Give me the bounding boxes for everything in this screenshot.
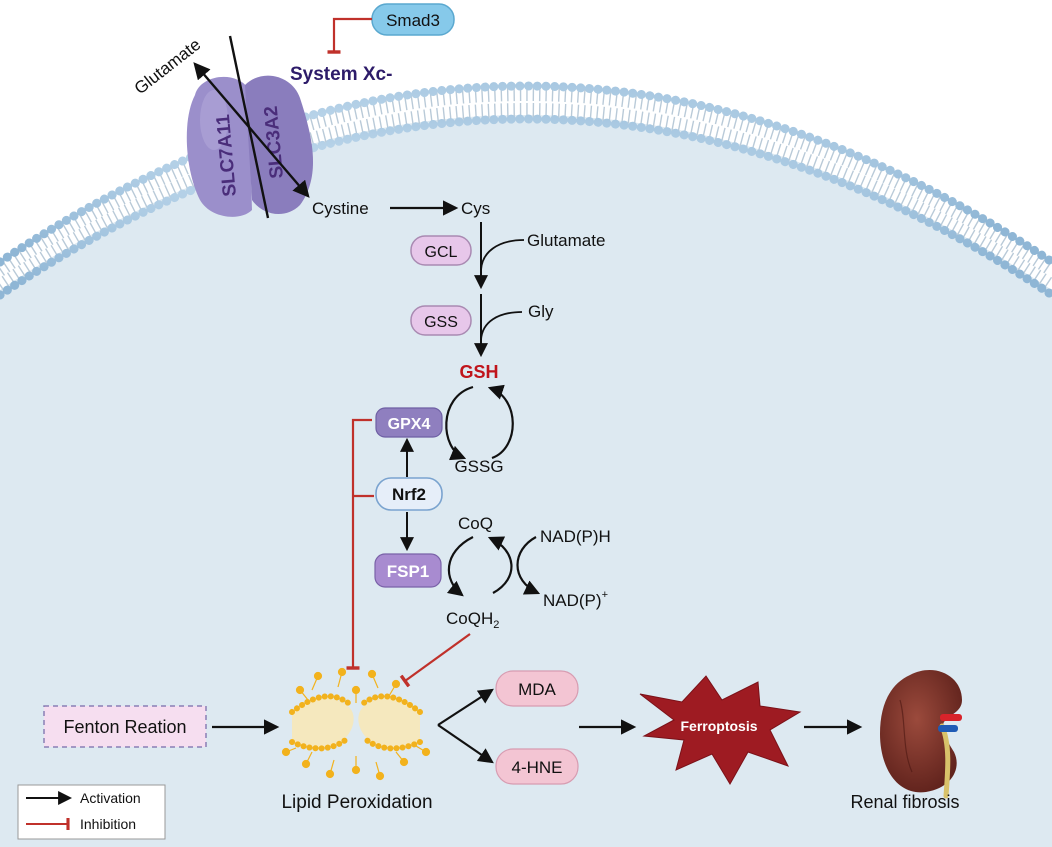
lipid-tail: [285, 747, 297, 753]
smad3-label: Smad3: [386, 11, 440, 30]
fsp1-pill: [374, 553, 442, 588]
glutamate-cystine-exchange-arrow: [193, 62, 310, 198]
glutamate-input-curve: [480, 239, 525, 271]
gly-label: Gly: [528, 302, 554, 321]
nadp-label: NAD(P)+: [543, 589, 608, 610]
cytoplasm: [0, 115, 1052, 847]
coq-label: CoQ: [458, 514, 493, 533]
hne-pill: [495, 748, 579, 785]
gssg-label: GSSG: [454, 457, 503, 476]
hne-label: 4-HNE: [511, 758, 562, 777]
glutamate-in-label: Glutamate: [527, 231, 605, 250]
gcl-pill: [410, 235, 472, 266]
lipid-tail: [388, 683, 397, 697]
coq-to-coqh2-arc: [446, 536, 474, 597]
nadph-label: NAD(P)H: [540, 527, 611, 546]
nadp-superscript: +: [602, 589, 608, 601]
kidney-texture: [899, 699, 913, 773]
lipid-left-leaflet: [289, 693, 355, 752]
mda-pill: [495, 670, 579, 707]
gpx4-label: GPX4: [388, 416, 431, 433]
gssg-to-gsh-arc: [487, 384, 514, 460]
renal-vein: [938, 725, 958, 732]
lipid-tail: [395, 751, 405, 763]
cystine-label: Cystine: [312, 199, 369, 218]
ferroptosis-burst-shape: [639, 675, 802, 785]
glutamate-out-label: Glutamate: [131, 35, 205, 98]
membrane-heads-outer: [0, 81, 1052, 267]
membrane-heads-inner: [0, 114, 1052, 300]
smad3-inhibition-arrow: [327, 17, 372, 54]
lipid-tail: [375, 761, 381, 777]
gly-input-curve: [480, 311, 523, 341]
gss-label: GSS: [424, 314, 458, 331]
renal-artery: [940, 714, 962, 721]
lipid-tail: [371, 673, 379, 689]
gsh-to-gssg-arc: [445, 385, 474, 461]
ferroptosis-burst-icon: Ferroptosis: [639, 675, 802, 785]
gpx4-inhibition-line: [346, 418, 372, 670]
cys-label: Cys: [461, 199, 490, 218]
lipid-left-heads-bottom: [289, 735, 351, 752]
lipid-free-molecules: [281, 667, 431, 781]
lipid-peroxidation-micelle-icon: [281, 667, 431, 781]
lipid-tail: [299, 689, 309, 701]
legend-inhibition-label: Inhibition: [80, 816, 136, 832]
coqh2-label: CoQH2: [446, 609, 499, 631]
legend: Activation Inhibition: [17, 784, 166, 840]
legend-activation-label: Activation: [80, 790, 141, 806]
nrf2-label: Nrf2: [392, 485, 426, 504]
coqh2-inhibition-line: [399, 633, 471, 688]
gsh-label: GSH: [459, 362, 498, 382]
fenton-box: [43, 705, 207, 748]
lipid-tail: [337, 671, 343, 688]
coqh2-base: CoQH: [446, 609, 493, 628]
gpx4-pill: [375, 407, 443, 438]
lipid-tail: [311, 675, 319, 691]
cell-membrane: [0, 81, 1052, 847]
gss-pill: [410, 305, 472, 336]
lipid-peroxidation-label: Lipid Peroxidation: [281, 792, 432, 813]
lipid-tail: [415, 745, 427, 753]
lipid-right-heads-bottom: [361, 735, 423, 752]
legend-box: [17, 784, 166, 840]
system-xc-label: System Xc-: [290, 64, 392, 85]
lipid-right-leaflet: [357, 693, 423, 752]
lipid-left-core: [292, 698, 354, 749]
lipid-right-core: [358, 698, 420, 749]
lipid-left-heads-top: [289, 693, 355, 715]
fsp1-label: FSP1: [387, 562, 430, 581]
nadp-base: NAD(P): [543, 591, 602, 610]
kidney-icon: [880, 670, 962, 799]
lipid-tail: [329, 759, 335, 775]
fenton-label: Fenton Reation: [63, 717, 186, 737]
mda-label: MDA: [518, 680, 556, 699]
coqh2-subscript: 2: [493, 619, 499, 631]
nrf2-pill: [375, 477, 443, 511]
lipid-to-hne-arrow: [437, 724, 494, 764]
lipid-tail: [305, 751, 313, 765]
lipid-right-heads-top: [357, 693, 423, 715]
gcl-label: GCL: [425, 244, 458, 261]
smad3-node: Smad3: [371, 3, 455, 36]
coqh2-to-coq-arc: [487, 536, 513, 594]
renal-fibrosis-label: Renal fibrosis: [850, 792, 959, 812]
system-xc-transporter-icon: SLC7A11 SLC3A2: [186, 75, 314, 217]
nadph-oxidation-arc: [516, 536, 541, 595]
lipid-to-mda-arrow: [437, 688, 494, 726]
ferroptosis-label: Ferroptosis: [680, 718, 757, 734]
